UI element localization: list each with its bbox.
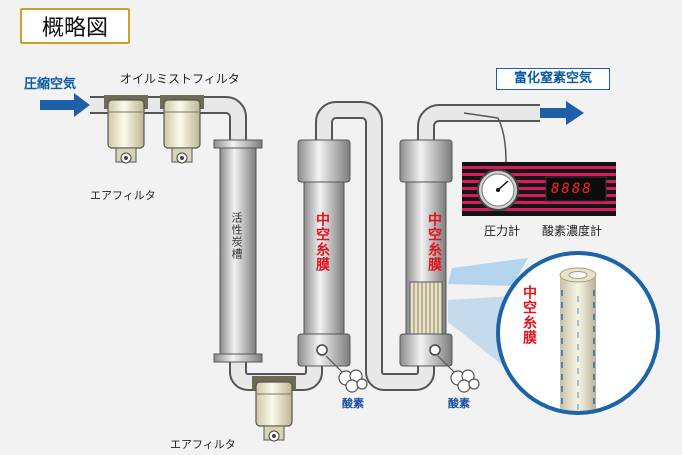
meter-panel <box>462 112 616 216</box>
compressed-air-label: 圧縮空気 <box>24 77 77 92</box>
oxygen-label-2: 酸素 <box>448 397 470 410</box>
nitrogen-rich-air-label: 富化窒素空気 <box>496 68 610 90</box>
oil-mist-filter-label: オイルミストフィルタ <box>120 72 240 86</box>
oxygen-display-value: 8888 <box>551 181 593 197</box>
page-title: 概略図 <box>20 8 130 44</box>
oil-mist-filter-1 <box>104 95 148 164</box>
fiber-cutaway <box>409 281 443 335</box>
membrane-module-2 <box>399 139 453 367</box>
hollow-fiber-zoom-label: 中空糸膜 <box>521 285 537 345</box>
oxygen-puff-2 <box>437 355 480 393</box>
air-filter-top-label: エアフィルタ <box>90 189 156 202</box>
activated-carbon-label: 活性炭槽 <box>230 212 243 260</box>
pressure-gauge-icon <box>477 169 519 211</box>
oil-mist-filter-2 <box>160 95 204 164</box>
membrane-module-1 <box>297 139 351 367</box>
oxygen-meter-label: 酸素濃度計 <box>542 224 603 238</box>
air-filter-bottom <box>252 376 296 442</box>
oxygen-label-1: 酸素 <box>342 397 364 410</box>
hollow-fiber-label-2: 中空糸膜 <box>426 212 442 272</box>
pressure-gauge-label: 圧力計 <box>484 224 521 238</box>
zoom-callout <box>448 251 660 415</box>
activated-carbon-tank <box>213 139 263 363</box>
outlet-arrow <box>540 101 584 125</box>
oxygen-display <box>545 176 607 202</box>
air-filter-bottom-label: エアフィルタ <box>170 438 236 451</box>
oxygen-puff-1 <box>325 355 368 393</box>
hollow-fiber-label-1: 中空糸膜 <box>314 212 330 272</box>
inlet-arrow <box>40 93 90 117</box>
